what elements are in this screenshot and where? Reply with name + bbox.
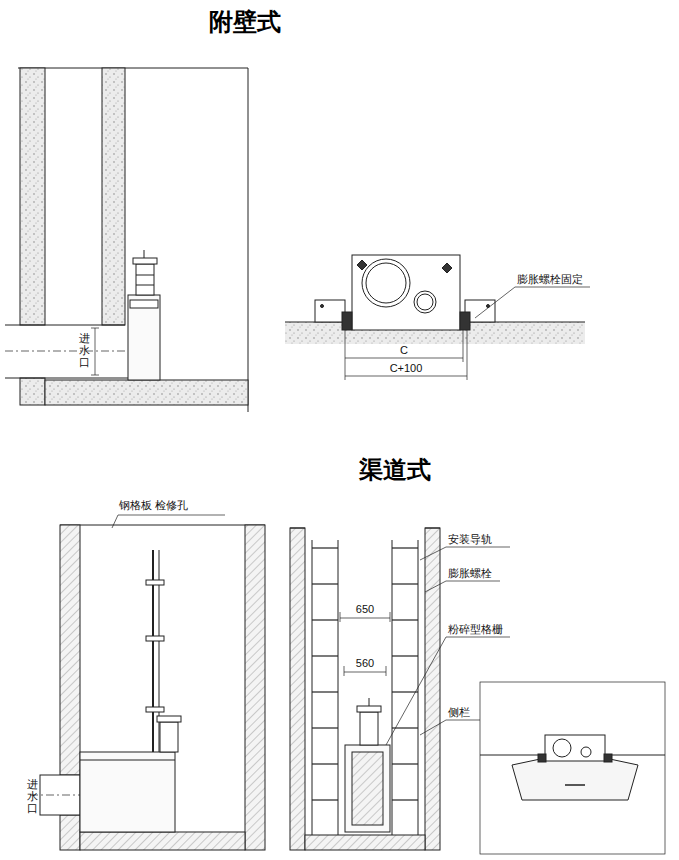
- section-title: 附壁式: [209, 8, 281, 36]
- ladder-rung: [392, 583, 418, 584]
- ladder-rung: [392, 763, 418, 764]
- channel-front: [290, 528, 510, 850]
- ladder-rung: [392, 619, 418, 620]
- callout-label: 安装导轨: [448, 533, 492, 546]
- callout-label: 钢格板 检修孔: [119, 499, 188, 512]
- callout-label: 膨胀螺栓: [448, 567, 492, 580]
- ladder-rung: [312, 727, 338, 728]
- dimension-label: 560: [354, 657, 376, 670]
- ladder-rung: [392, 799, 418, 800]
- ladder-rung: [392, 655, 418, 656]
- ladder-rung: [312, 547, 338, 548]
- ladder-rung: [312, 763, 338, 764]
- ladder-rung: [312, 799, 338, 800]
- ladder-rung: [312, 655, 338, 656]
- ladder-rung: [312, 619, 338, 620]
- wall-section: [5, 68, 248, 412]
- ladder-rung: [312, 691, 338, 692]
- inlet-label: 进水口: [27, 778, 38, 814]
- callout-label: 粉碎型格栅: [448, 623, 503, 636]
- channel-section: [30, 515, 265, 850]
- inlet-label: 进水口: [79, 332, 90, 368]
- plan-view: [285, 255, 590, 380]
- dimension-label: C: [398, 344, 410, 357]
- ladder-rung: [392, 547, 418, 548]
- channel-plan: [480, 682, 665, 854]
- dimension-label: 650: [354, 603, 376, 616]
- callout-label: 侧栏: [448, 706, 470, 719]
- callout-label: 膨胀螺栓固定: [517, 273, 583, 286]
- ladder-rung: [312, 583, 338, 584]
- section-title: 渠道式: [359, 456, 431, 484]
- dimension-label: C+100: [388, 362, 425, 375]
- grinder-unit: [128, 250, 160, 380]
- ladder-rung: [392, 691, 418, 692]
